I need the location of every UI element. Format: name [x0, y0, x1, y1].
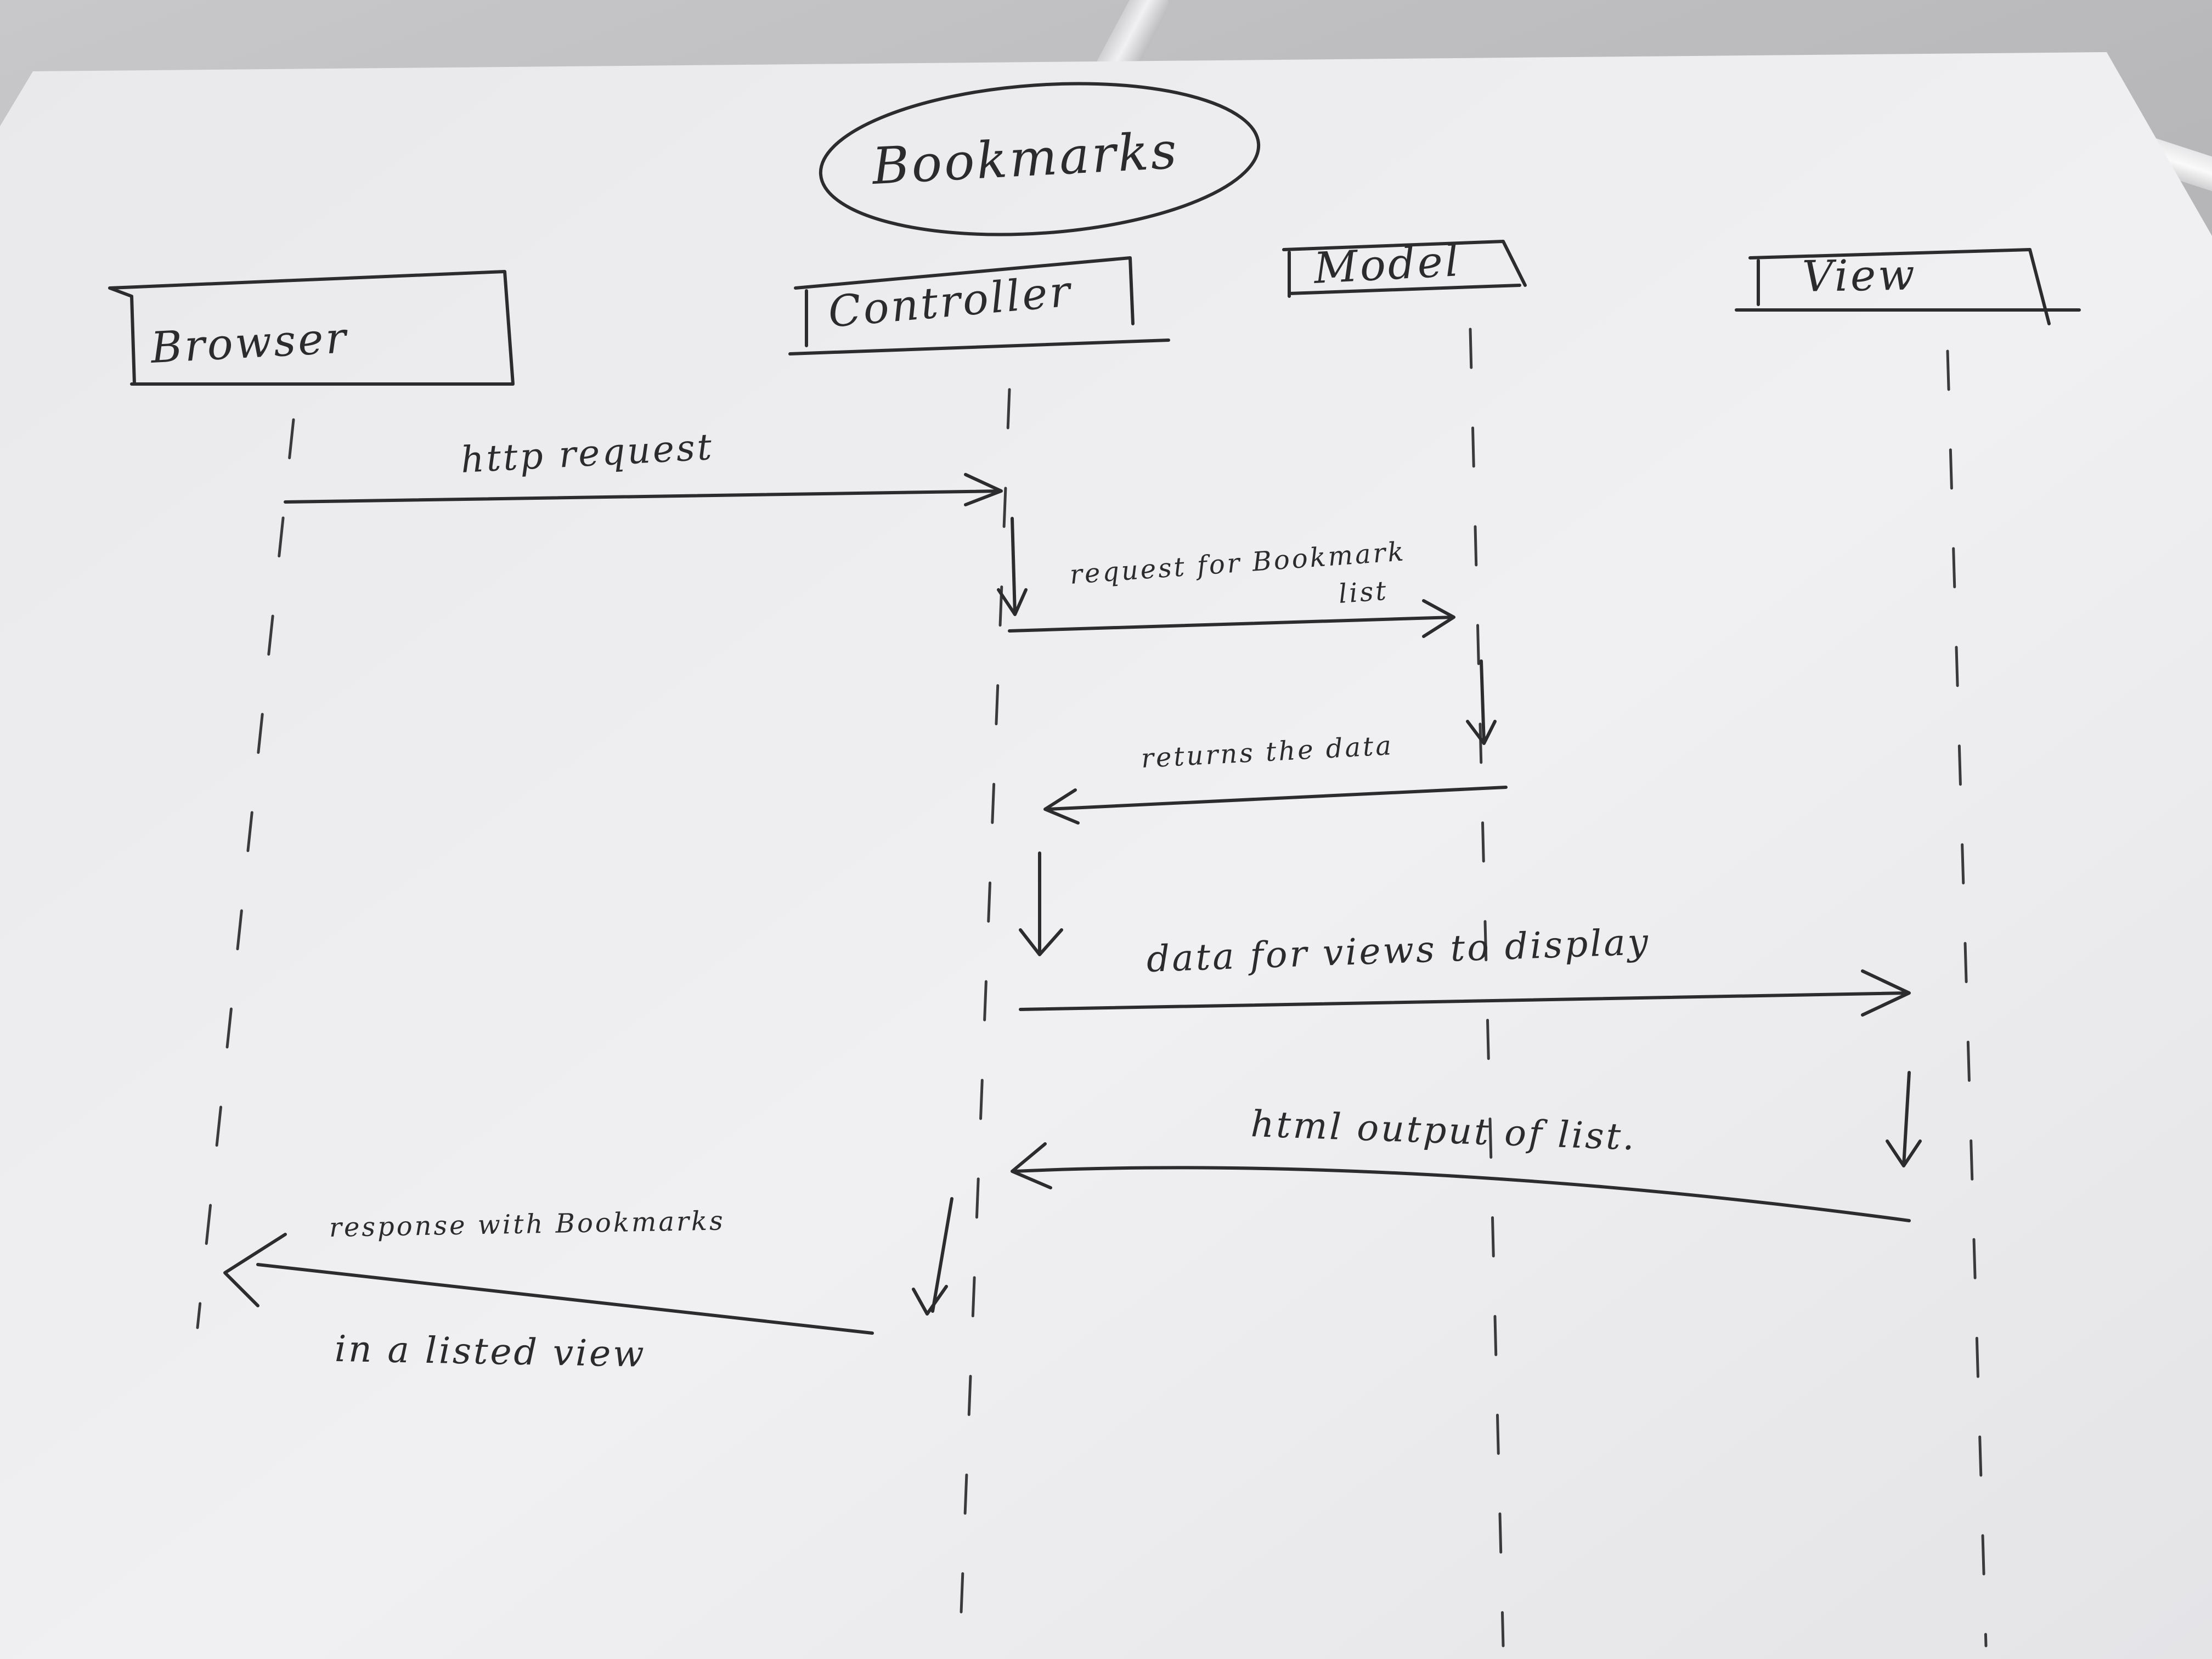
controller-activation-2 [1019, 851, 1063, 956]
arrow-data-for-views [1019, 969, 1911, 1017]
browser-box [108, 270, 515, 386]
arrow-request-bookmark-list [1008, 599, 1455, 638]
view-lifeline [1946, 349, 1988, 1647]
view-activation [1886, 1071, 1922, 1167]
message-response-bookmarks-line2: in a listed view [334, 1328, 647, 1375]
browser-lifeline [196, 418, 295, 1329]
title-ellipse [819, 82, 1261, 236]
arrow-response-bookmarks [223, 1233, 874, 1335]
arrow-http-request [284, 473, 1003, 506]
model-lifeline [1469, 328, 1505, 1647]
view-box [1735, 248, 2081, 325]
controller-activation-1 [997, 517, 1028, 616]
actor-view: View [1802, 250, 1917, 302]
arrow-returns-data [1043, 786, 1508, 825]
actor-model: Model [1312, 236, 1462, 294]
controller-lifeline [958, 388, 1011, 1642]
arrow-html-output [1011, 1142, 1911, 1222]
model-activation [1466, 659, 1497, 745]
controller-activation-3 [912, 1197, 953, 1316]
actor-browser: Browser [149, 313, 349, 373]
message-request-bookmark-list-line2: list [1338, 575, 1390, 610]
controller-box [788, 256, 1170, 356]
model-box [1282, 240, 1527, 298]
